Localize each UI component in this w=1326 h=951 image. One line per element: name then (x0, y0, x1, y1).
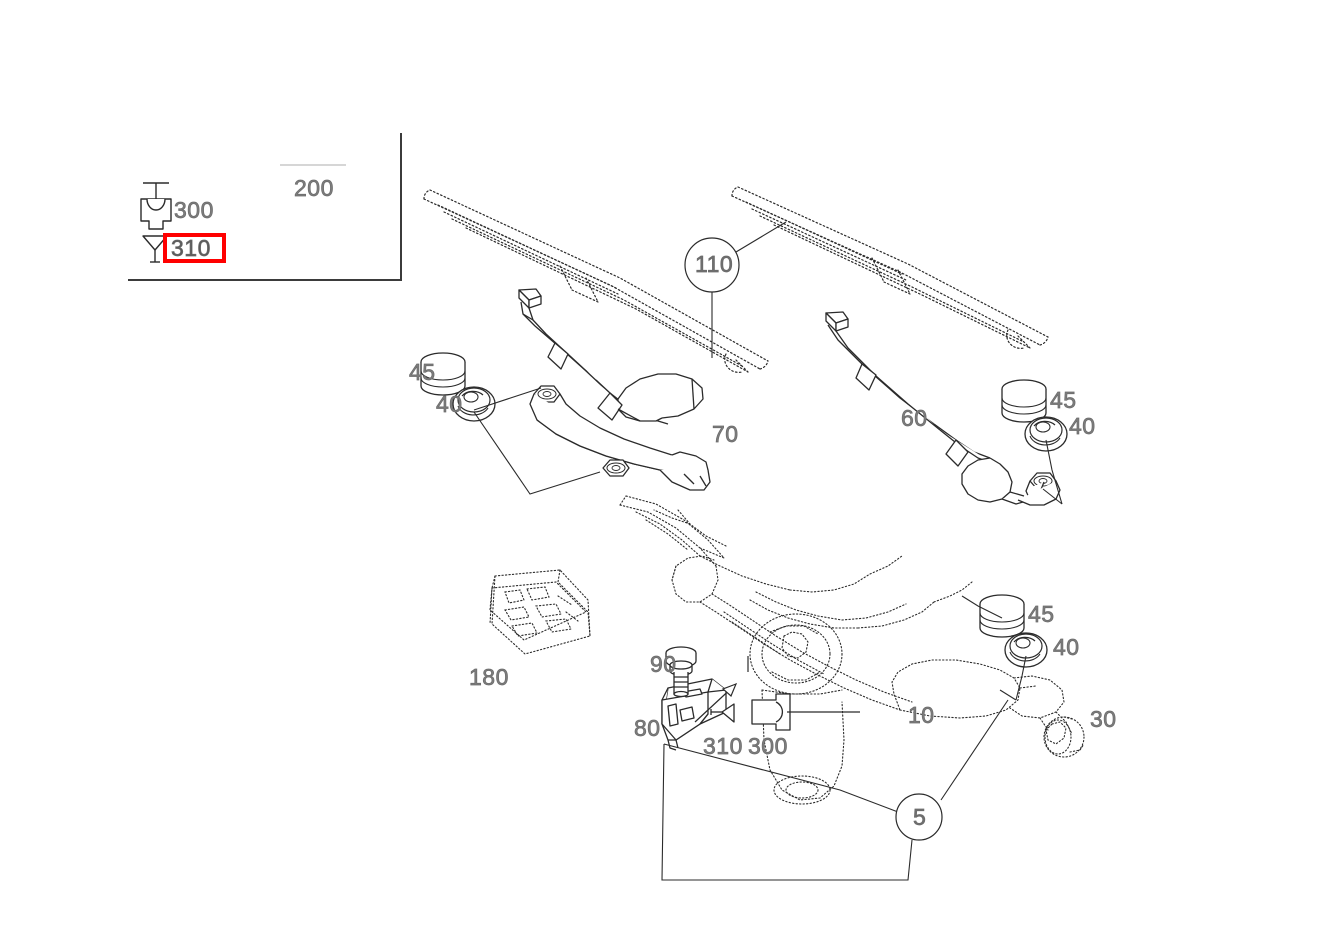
linkage-bushing-30 (1043, 716, 1085, 758)
wiper-blade-right (731, 186, 1049, 349)
part-label-180: 180 (469, 664, 509, 690)
legend-label-300: 300 (174, 197, 214, 223)
wiper-arm-left (518, 288, 711, 491)
part-label-40-left: 40 (436, 391, 463, 417)
part-label-90: 90 (650, 651, 677, 677)
wiper-blade-left (423, 189, 769, 373)
grommet-center-40 (1004, 632, 1048, 668)
legend-group-label: 200 (294, 175, 334, 201)
legend-icon-300 (140, 182, 172, 230)
linkage-assembly-ghost (619, 495, 1073, 805)
wiper-arm-right (825, 311, 1061, 506)
legend-box (128, 133, 402, 281)
part-label-40-center: 40 (1053, 634, 1080, 660)
cowl-panel-180 (489, 569, 591, 655)
legend-icon-310 (142, 235, 168, 263)
fastener-300-inline-icon (751, 693, 860, 731)
leader-lines (473, 221, 1063, 881)
part-label-40-right: 40 (1069, 413, 1096, 439)
part-label-45-center: 45 (1028, 601, 1055, 627)
clip-310-inline-icon (710, 703, 735, 723)
legend-label-310: 310 (171, 235, 211, 261)
callout-label-5: 5 (913, 804, 927, 830)
grommet-right-40 (1024, 416, 1068, 452)
callout-circle-110 (684, 237, 740, 293)
part-label-70: 70 (712, 421, 739, 447)
part-label-45-right: 45 (1050, 387, 1077, 413)
part-label-30: 30 (1090, 706, 1117, 732)
part-label-80: 80 (634, 715, 661, 741)
callout-circle-5 (895, 793, 943, 841)
highlight-box-310 (163, 233, 226, 263)
part-label-310-main: 310 (703, 733, 743, 759)
cap-cover-right-45 (1001, 379, 1047, 423)
cap-cover-center-45 (979, 594, 1025, 638)
part-label-10: 10 (908, 702, 935, 728)
bracket-arrow-leader (694, 656, 749, 723)
part-label-300-main: 300 (748, 733, 788, 759)
part-label-60: 60 (901, 405, 928, 431)
part-label-45-left: 45 (409, 359, 436, 385)
bolt-90 (665, 646, 697, 698)
callout-label-110: 110 (695, 251, 734, 277)
